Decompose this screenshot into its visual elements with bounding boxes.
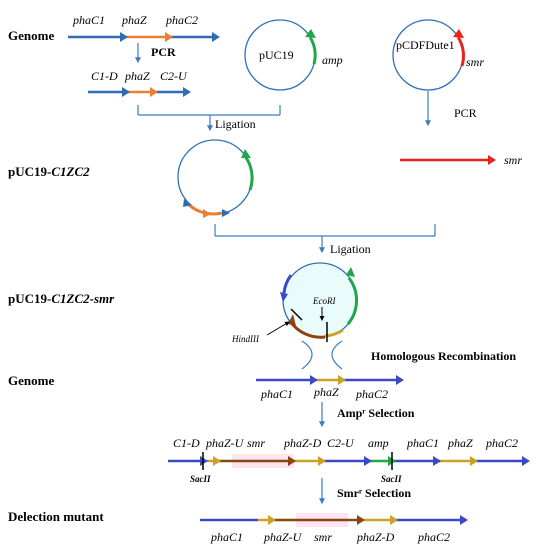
- puc19-c1zc2-smr-label: pUC19-C1ZC2-smr: [8, 291, 115, 306]
- puc19-c1zc2-smr-plasmid: [280, 262, 359, 342]
- genome-top-segment: [68, 32, 220, 42]
- sacii-label-1: SacII: [190, 474, 211, 484]
- smr-selection-label: Smrʳ Selection: [337, 486, 411, 500]
- puc19-marker-label: amp: [322, 53, 343, 67]
- ligation2-label: Ligation: [330, 242, 371, 256]
- pcdf-marker-label: smr: [466, 55, 484, 69]
- mid-label-phaz: phaZ: [313, 385, 339, 399]
- hindiii-label: HindIII: [231, 334, 260, 344]
- int-label-amp: amp: [368, 436, 389, 450]
- frag-label-c1d: C1-D: [91, 69, 118, 83]
- genome-middle-segment: [256, 375, 404, 385]
- frag-label-c2u: C2-U: [160, 69, 188, 83]
- integrated-construct: [168, 452, 530, 470]
- smr-fragment: [400, 155, 496, 165]
- deletion-mutant-construct: [200, 513, 468, 527]
- puc19-c1zc2-plasmid: [177, 139, 254, 218]
- mut-label-phac2: phaC2: [417, 530, 450, 544]
- hindiii-arrow: [266, 321, 290, 336]
- smr-fragment-label: smr: [504, 153, 522, 167]
- sacii-label-2: SacII: [381, 474, 402, 484]
- int-label-c1d: C1-D: [173, 436, 200, 450]
- int-label-phac1: phaC1: [406, 436, 439, 450]
- int-label-phazd: phaZ-D: [283, 436, 322, 450]
- mut-label-phazd: phaZ-D: [356, 530, 395, 544]
- gene-label-phac2: phaC2: [165, 13, 198, 27]
- pcdf-label: pCDFDute1: [396, 38, 455, 52]
- ecori-label: EcoRI: [312, 296, 336, 306]
- int-label-smr: smr: [247, 436, 265, 450]
- puc19-label: pUC19: [259, 48, 294, 62]
- int-label-phaz: phaZ: [447, 436, 473, 450]
- gene-label-phac1: phaC1: [72, 13, 105, 27]
- ligation2-bracket: [214, 224, 436, 254]
- homologous-recombination-label: Homologous Recombination: [371, 349, 516, 363]
- mut-label-phazu: phaZ-U: [263, 530, 303, 544]
- puc19-plasmid: [244, 19, 317, 91]
- ligation1-label: Ligation: [215, 117, 256, 131]
- gene-label-phaz: phaZ: [121, 13, 147, 27]
- crossover-arcs: [301, 340, 343, 370]
- pcr1-label: PCR: [151, 45, 176, 59]
- mid-label-phac1: phaC1: [260, 387, 293, 401]
- puc19-c1zc2-label: pUC19-C1ZC2: [8, 164, 90, 179]
- pcdf-plasmid: [392, 19, 465, 91]
- int-label-phazu: phaZ-U: [205, 436, 245, 450]
- frag-label-phaz: phaZ: [124, 69, 150, 83]
- genome-middle-label: Genome: [8, 373, 54, 388]
- genome-top-label: Genome: [8, 28, 54, 43]
- mut-label-phac1: phaC1: [210, 530, 243, 544]
- pcr2-label: PCR: [454, 106, 477, 120]
- amp-selection-label: Ampʳ Selection: [337, 406, 415, 420]
- pcr-fragment: [88, 87, 191, 97]
- mid-label-phac2: phaC2: [355, 387, 388, 401]
- int-label-phac2: phaC2: [485, 436, 518, 450]
- deletion-mutant-label: Delection mutant: [8, 509, 104, 524]
- mut-label-smr: smr: [314, 530, 332, 544]
- ligation1-bracket: [137, 105, 281, 132]
- int-label-c2u: C2-U: [327, 436, 355, 450]
